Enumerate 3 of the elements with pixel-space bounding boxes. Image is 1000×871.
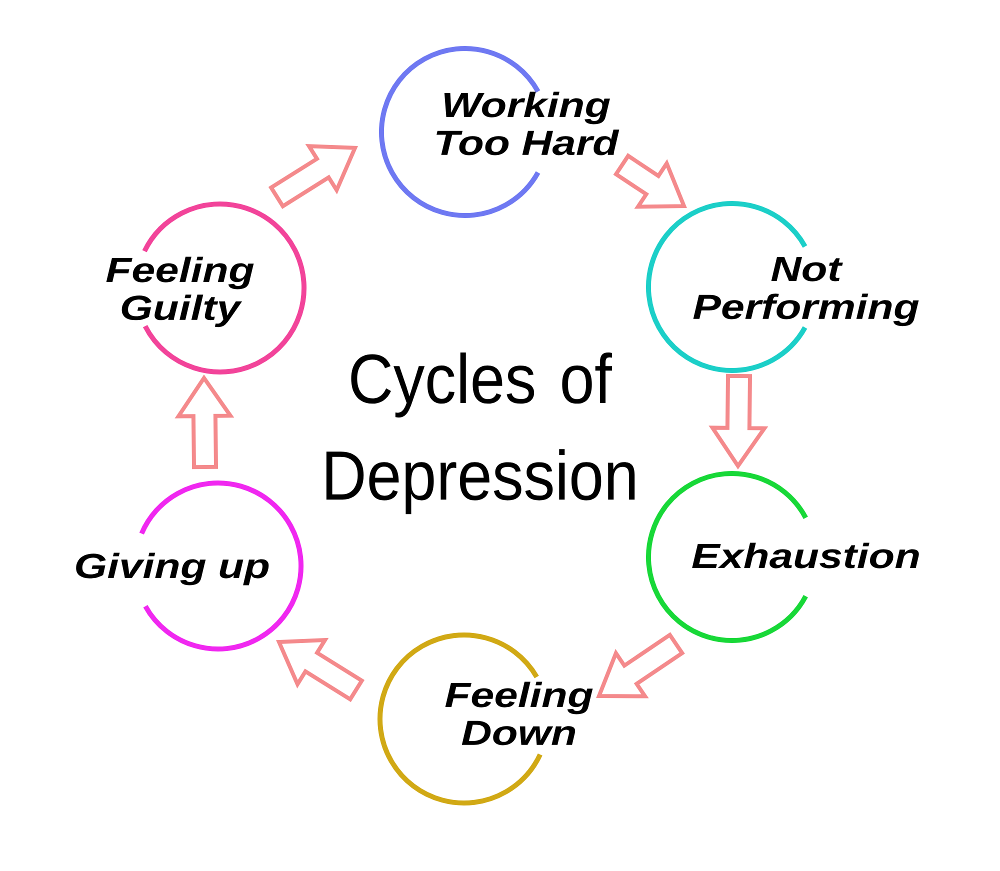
title: Cycles of Depression: [326, 352, 635, 514]
block-arrow: [174, 374, 234, 470]
block-arrow: [708, 374, 768, 470]
